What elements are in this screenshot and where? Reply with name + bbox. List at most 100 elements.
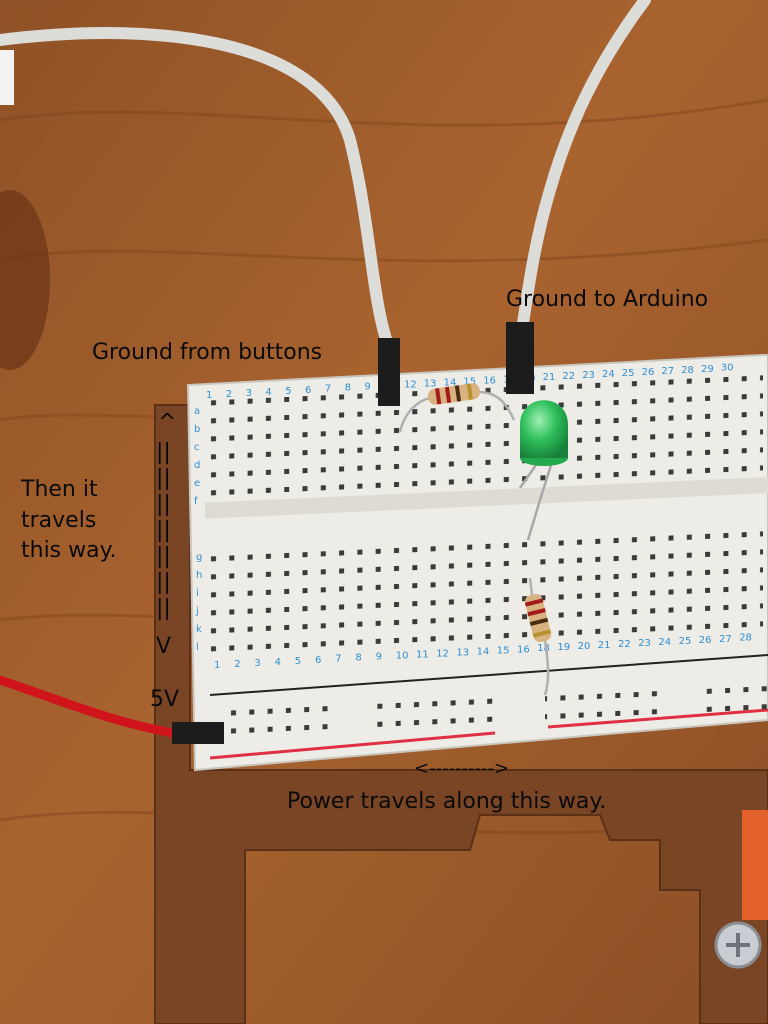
row-letter: g xyxy=(196,552,202,563)
label-then-it: Then it xyxy=(21,477,98,502)
column-number-bottom: 22 xyxy=(618,639,631,650)
label-ground-to-arduino: Ground to Arduino xyxy=(506,287,709,312)
white-sleeve xyxy=(0,50,14,105)
column-number-bottom: 18 xyxy=(537,643,550,654)
led-legs xyxy=(518,461,554,541)
column-number-top: 3 xyxy=(246,388,252,399)
row-letter: b xyxy=(194,424,200,435)
orange-card xyxy=(742,810,768,920)
column-number-bottom: 4 xyxy=(275,657,281,668)
vertical-arrow-shaft-7: || xyxy=(156,596,171,621)
column-number-bottom: 11 xyxy=(416,650,429,661)
white-wire-right xyxy=(516,0,651,336)
plank xyxy=(154,404,768,1024)
bottom-hole-grid xyxy=(205,525,763,659)
label-travels: travels xyxy=(21,508,97,533)
vertical-arrow-head: ^ xyxy=(158,410,177,435)
white-wire-left xyxy=(0,27,394,351)
resistor-vertical-bands xyxy=(524,598,552,638)
row-letter: e xyxy=(194,478,200,489)
vertical-arrow-shaft-4: || xyxy=(156,518,171,543)
resistor-top xyxy=(428,383,480,405)
column-number-top: 1 xyxy=(206,390,212,401)
column-number-bottom: 1 xyxy=(214,660,220,671)
column-number-bottom: 2 xyxy=(234,659,240,670)
column-number-top: 25 xyxy=(622,368,635,379)
row-letter: a xyxy=(194,406,200,417)
column-number-bottom: 12 xyxy=(436,648,449,659)
column-number-bottom: 16 xyxy=(517,644,530,655)
column-number-bottom: 8 xyxy=(355,653,361,664)
green-led xyxy=(520,400,568,458)
column-number-bottom: 6 xyxy=(315,655,321,666)
column-number-top: 14 xyxy=(444,377,457,388)
column-number-top: 5 xyxy=(285,386,291,397)
column-number-top: 23 xyxy=(582,370,595,381)
column-number-bottom: 19 xyxy=(557,642,570,653)
power-rail-red-line-left xyxy=(209,731,496,760)
column-number-top: 21 xyxy=(543,372,556,383)
row-letter: l xyxy=(196,642,199,653)
row-letter: h xyxy=(196,570,202,581)
column-number-bottom: 5 xyxy=(295,656,301,667)
column-number-bottom: 27 xyxy=(719,634,732,645)
dark-stain xyxy=(0,190,50,370)
row-letter: i xyxy=(196,588,199,599)
column-number-bottom: 15 xyxy=(497,645,510,656)
column-number-top: 27 xyxy=(661,366,674,377)
column-number-bottom: 14 xyxy=(477,646,490,657)
resistor-top-leads xyxy=(398,390,516,433)
jumper-header-right xyxy=(506,322,534,394)
column-number-top: 29 xyxy=(701,364,714,375)
vertical-arrow-shaft-1: || xyxy=(156,440,171,465)
column-number-top: 9 xyxy=(364,382,370,393)
column-number-bottom: 10 xyxy=(396,651,409,662)
column-number-top: 2 xyxy=(226,389,232,400)
column-number-top: 28 xyxy=(681,365,694,376)
column-number-bottom: 26 xyxy=(699,635,712,646)
horizontal-arrow: <----------> xyxy=(414,758,510,779)
row-letter: f xyxy=(194,496,198,507)
center-channel xyxy=(205,477,768,519)
row-letter: c xyxy=(194,442,200,453)
top-hole-grid xyxy=(205,369,763,503)
column-number-top: 8 xyxy=(345,383,351,394)
column-number-top: 6 xyxy=(305,385,311,396)
screw-slot xyxy=(726,933,750,957)
column-number-bottom: 25 xyxy=(679,636,692,647)
vertical-arrow-shaft-6: || xyxy=(156,570,171,595)
vertical-arrow-tail: V xyxy=(156,634,172,659)
label-ground-from-buttons: Ground from buttons xyxy=(92,340,323,365)
column-number-top: 7 xyxy=(325,384,331,395)
column-number-bottom: 28 xyxy=(739,633,752,644)
column-number-bottom: 20 xyxy=(578,641,591,652)
column-number-top: 22 xyxy=(562,371,575,382)
column-number-bottom: 21 xyxy=(598,640,611,651)
jumper-header-left xyxy=(378,338,400,406)
column-number-bottom: 24 xyxy=(658,637,671,648)
column-number-top: 30 xyxy=(721,363,734,374)
red-wire-header xyxy=(172,722,224,744)
column-number-top: 13 xyxy=(424,378,437,389)
column-number-bottom: 9 xyxy=(376,652,382,663)
power-rail-black-line xyxy=(209,654,768,696)
column-number-top: 24 xyxy=(602,369,615,380)
vertical-arrow-shaft-2: || xyxy=(156,466,171,491)
vertical-arrow-shaft-3: || xyxy=(156,492,171,517)
label-5v: 5V xyxy=(150,687,180,712)
vertical-arrow-shaft-5: || xyxy=(156,544,171,569)
resistor-vertical xyxy=(524,594,552,642)
column-number-top: 4 xyxy=(265,387,271,398)
label-this-way: this way. xyxy=(21,538,117,563)
column-number-top: 16 xyxy=(483,375,496,386)
column-number-top: 26 xyxy=(642,367,655,378)
column-number-bottom: 23 xyxy=(638,638,651,649)
row-letter: d xyxy=(194,460,200,471)
column-number-bottom: 7 xyxy=(335,654,341,665)
label-power-travels: Power travels along this way. xyxy=(287,789,607,814)
resistor-vertical-leads xyxy=(528,577,550,696)
column-number-bottom: 13 xyxy=(456,647,469,658)
